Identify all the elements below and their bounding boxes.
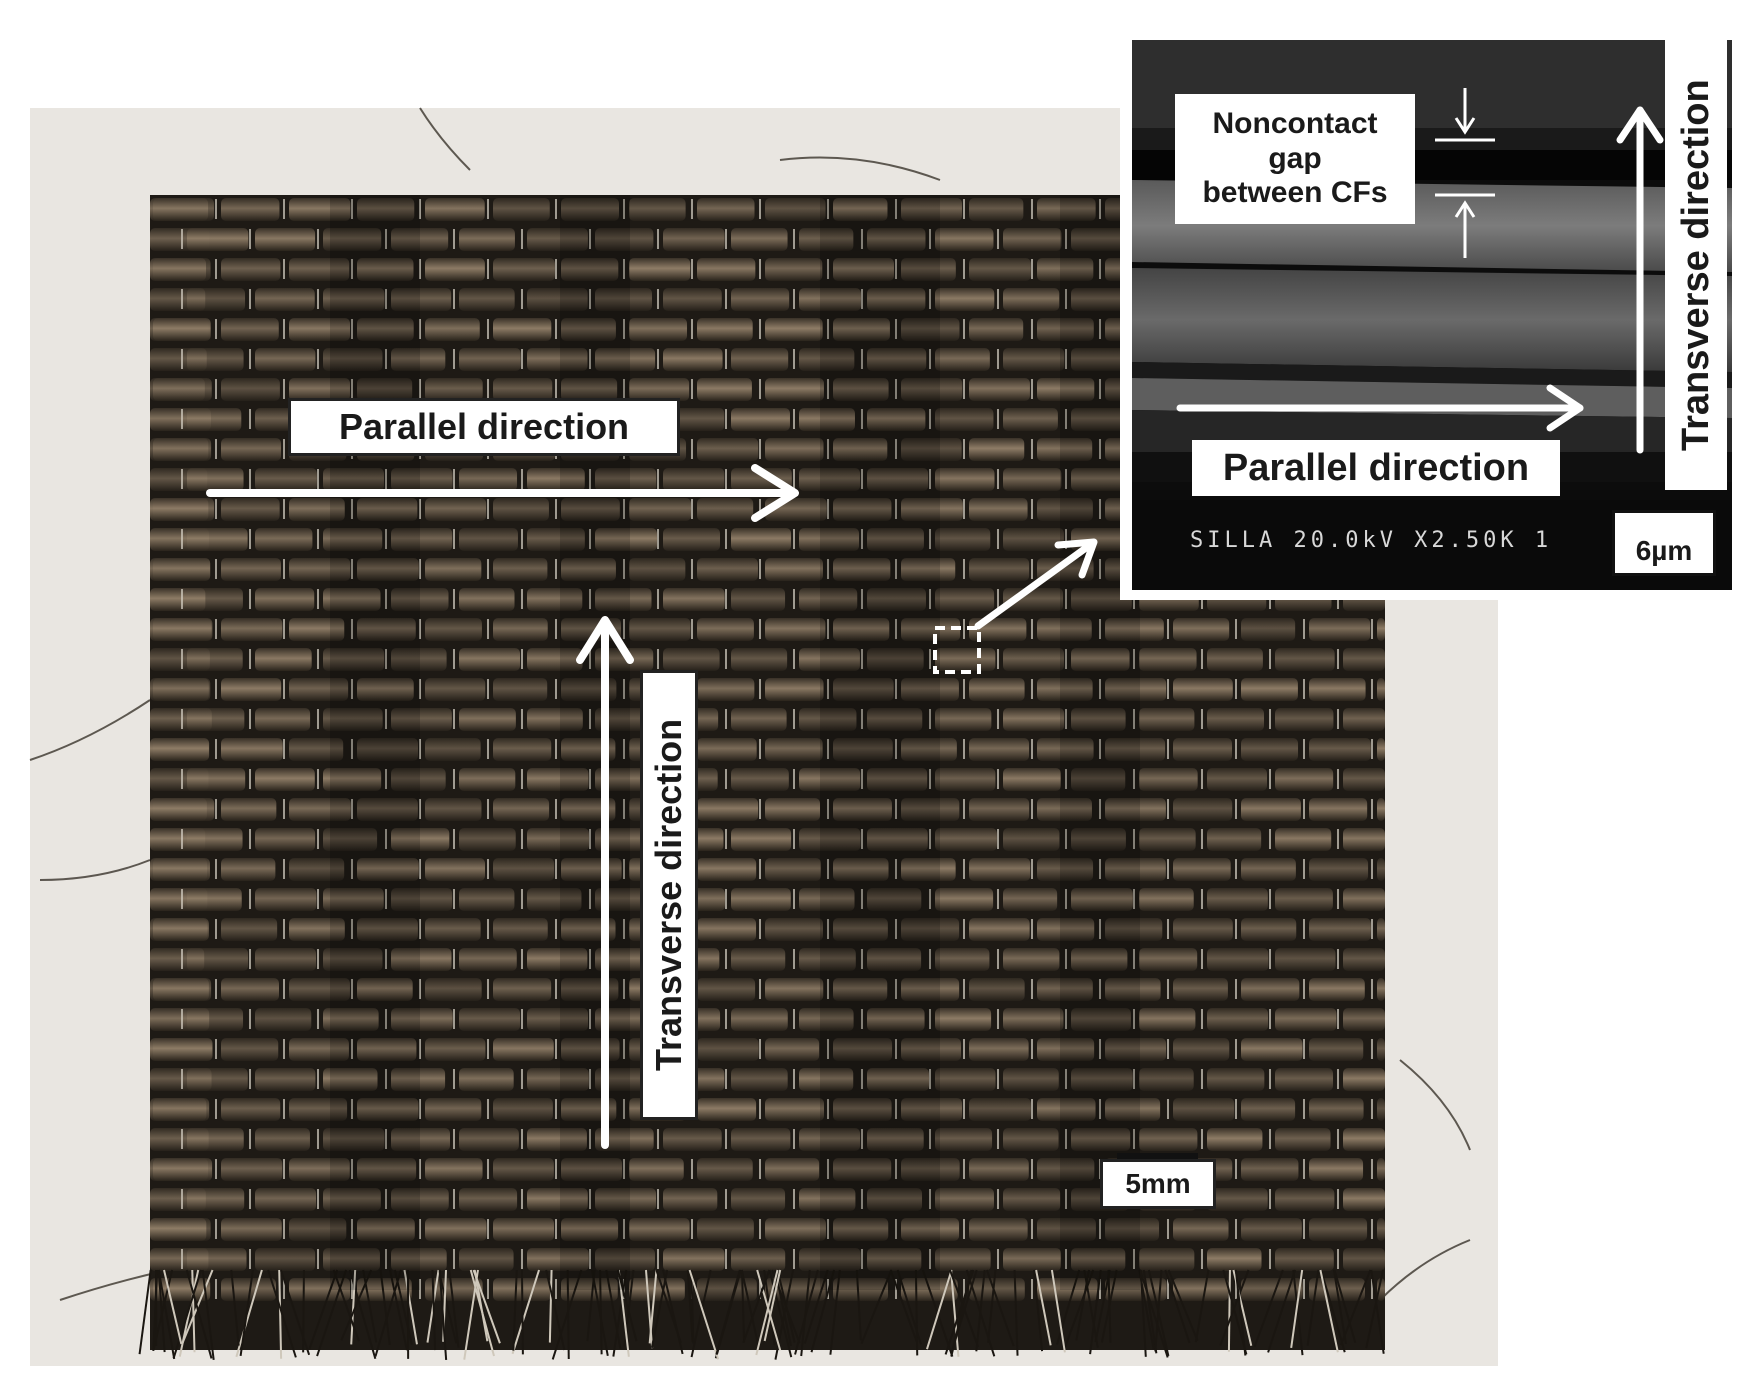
zoom-region-box [933,626,981,674]
photo-parallel-label: Parallel direction [288,398,680,456]
sem-gap-label: Noncontact gap between CFs [1175,94,1415,224]
sem-gap-label-line: Noncontact [1212,107,1378,141]
sem-scale-bar-label: 6µm [1612,510,1716,576]
sem-transverse-label: Transverse direction [1665,40,1727,490]
sem-info-footer: SILLA 20.0kV X2.50K 1 [1190,528,1553,553]
zoom-pointer-arrow [974,538,1098,630]
photo-transverse-label: Transverse direction [640,670,698,1120]
photo-scale-bar-label: 5mm [1100,1159,1216,1209]
photo-parallel-arrow [206,464,799,522]
sem-gap-label-line: gap [1268,141,1322,175]
photo-transverse-arrow [576,616,634,1149]
sem-parallel-label: Parallel direction [1192,440,1560,496]
sem-gap-label-line: between CFs [1202,176,1388,210]
